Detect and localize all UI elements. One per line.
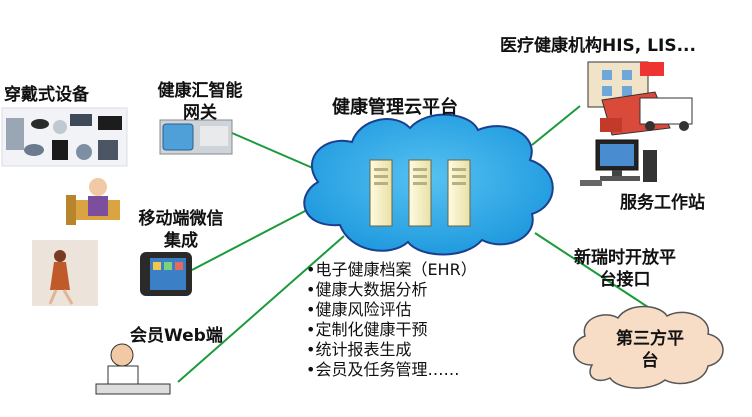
third-party-label: 第三方平 台 [610, 328, 690, 372]
third-party-label-line1: 第三方平 [616, 329, 684, 349]
feature-item: •会员及任务管理…… [306, 360, 460, 379]
feature-item: •统计报表生成 [306, 340, 412, 359]
feature-item: •健康风险评估 [306, 300, 412, 319]
wearables-image [1, 107, 128, 167]
gateway-device-image [159, 119, 233, 155]
cloud-platform-title: 健康管理云平台 [332, 97, 458, 118]
feature-item: •电子健康档案（EHR） [306, 260, 477, 279]
gateway-label: 健康汇智能 网关 [150, 80, 250, 124]
gateway-label-line2: 网关 [183, 103, 217, 123]
server-icon [369, 159, 393, 227]
feature-list: •电子健康档案（EHR） •健康大数据分析 •健康风险评估 •定制化健康干预 •… [306, 260, 477, 380]
walking-woman-image [32, 240, 98, 306]
connector-his [531, 105, 581, 146]
medical-institutions-label: 医疗健康机构HIS, LIS... [500, 36, 696, 56]
open-platform-label-line2: 台接口 [599, 270, 651, 290]
open-platform-label: 新瑞时开放平 台接口 [565, 247, 685, 291]
mobile-label-line1: 移动端微信 [138, 209, 224, 229]
third-party-label-line2: 台 [641, 351, 659, 371]
connector-web [177, 235, 345, 383]
workstation-label: 服务工作站 [620, 193, 705, 213]
open-platform-label-line1: 新瑞时开放平 [574, 248, 676, 268]
wearables-label: 穿戴式设备 [4, 85, 89, 105]
mobile-label-line2: 集成 [164, 231, 198, 251]
server-icon [447, 159, 471, 227]
third-party-cloud [573, 305, 724, 389]
server-icon [408, 159, 432, 227]
smartphone-image [140, 252, 192, 296]
web-member-label: 会员Web端 [130, 326, 223, 346]
server-stack [369, 159, 471, 227]
gateway-label-line1: 健康汇智能 [157, 81, 243, 101]
elderly-user-image [66, 178, 120, 225]
feature-item: •健康大数据分析 [306, 280, 428, 299]
connector-open-platform [534, 232, 661, 316]
connector-gateway [231, 132, 323, 173]
web-user-image [95, 343, 171, 395]
feature-item: •定制化健康干预 [306, 320, 428, 339]
mobile-label: 移动端微信 集成 [131, 208, 231, 252]
workstation-image [580, 139, 657, 186]
hospital-image [587, 61, 693, 136]
